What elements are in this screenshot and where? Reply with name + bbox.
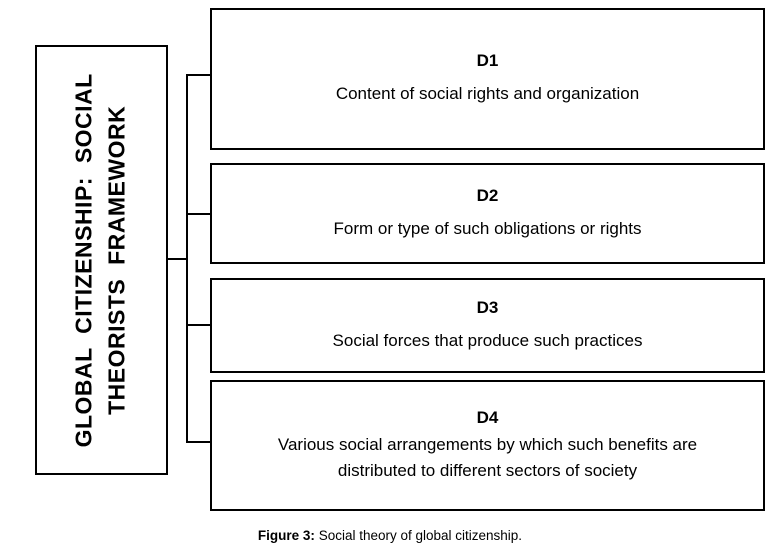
box-d3: D3 Social forces that produce such pract… bbox=[210, 278, 765, 373]
connector-branch-d1 bbox=[186, 74, 210, 76]
box-d2-title: D2 bbox=[476, 185, 499, 205]
box-d1-title: D1 bbox=[476, 51, 499, 71]
connector-branch-d2 bbox=[186, 213, 210, 215]
framework-side-label: GLOBAL CITIZENSHIP: SOCIAL THEORISTS FRA… bbox=[68, 73, 135, 447]
box-d4-title: D4 bbox=[476, 408, 499, 427]
connector-trunk-line bbox=[186, 74, 188, 443]
box-d4: D4 Various social arrangements by which … bbox=[210, 380, 765, 511]
figure-caption-text: Social theory of global citizenship. bbox=[314, 528, 523, 543]
framework-side-label-line-1: GLOBAL CITIZENSHIP: SOCIAL bbox=[71, 72, 98, 448]
figure-caption: Figure 3: Social theory of global citize… bbox=[0, 528, 780, 543]
framework-side-label-line-2: THEORISTS FRAMEWORK bbox=[104, 105, 131, 415]
box-d3-title: D3 bbox=[476, 297, 499, 317]
box-d1-text: Content of social rights and organizatio… bbox=[335, 84, 640, 104]
framework-side-box: GLOBAL CITIZENSHIP: SOCIAL THEORISTS FRA… bbox=[35, 45, 168, 475]
box-d4-text: Various social arrangements by which suc… bbox=[277, 435, 698, 480]
connector-branch-d3 bbox=[186, 324, 210, 326]
figure-caption-label: Figure 3: bbox=[257, 528, 315, 543]
connector-stem-line bbox=[168, 258, 188, 260]
box-d1: D1 Content of social rights and organiza… bbox=[210, 8, 765, 150]
connector-branch-d4 bbox=[186, 441, 210, 443]
box-d3-text: Social forces that produce such practice… bbox=[332, 330, 643, 350]
box-d2-text: Form or type of such obligations or righ… bbox=[333, 218, 642, 238]
box-d2: D2 Form or type of such obligations or r… bbox=[210, 163, 765, 264]
